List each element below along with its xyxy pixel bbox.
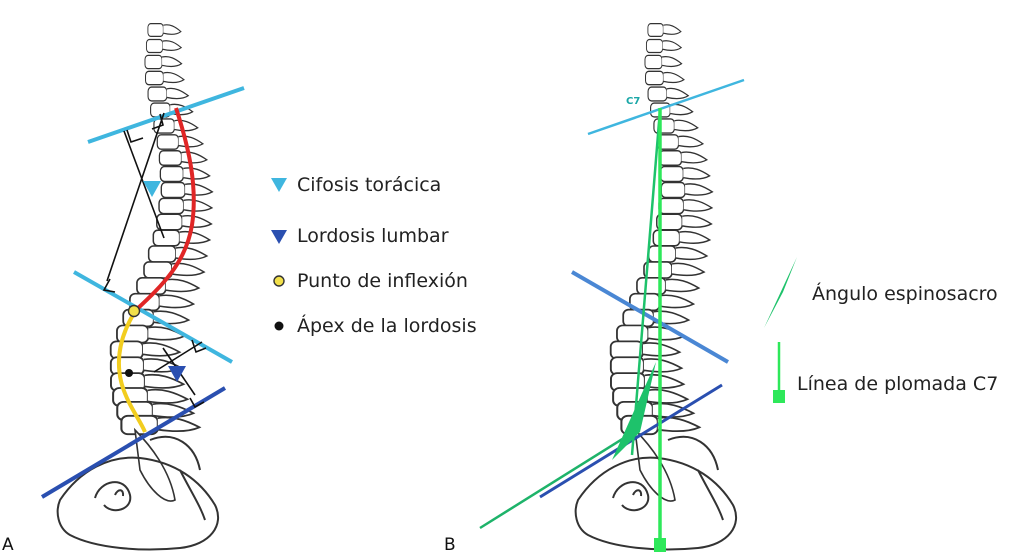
vertebra bbox=[657, 214, 712, 230]
vertebra bbox=[644, 262, 704, 278]
vertebra bbox=[653, 230, 709, 246]
panel-b-letter: B bbox=[444, 535, 456, 554]
spine-drawing-a bbox=[111, 24, 213, 501]
vertebra bbox=[160, 167, 209, 182]
legend-inflection-label: Punto de inflexión bbox=[297, 270, 468, 292]
vertebra bbox=[646, 40, 681, 53]
vertebra bbox=[148, 87, 188, 101]
vertebra bbox=[657, 135, 703, 149]
legend-inflection-icon bbox=[274, 276, 284, 286]
panel-b: C7 Ángulo espinosacro Línea de plomada C… bbox=[444, 24, 998, 554]
vertebra bbox=[146, 71, 184, 84]
vertebra bbox=[611, 341, 680, 358]
vertebra bbox=[145, 55, 182, 68]
vertebra bbox=[157, 214, 212, 230]
vertebra bbox=[659, 198, 712, 213]
panel-a: Cifosis torácica Lordosis lumbar Punto d… bbox=[2, 24, 477, 554]
sacral-tangent bbox=[480, 428, 640, 528]
inflection-point bbox=[129, 306, 140, 317]
legend-angle-icon bbox=[764, 257, 797, 328]
c7-label: C7 bbox=[626, 96, 640, 107]
legend-kyphosis-label: Cifosis torácica bbox=[297, 174, 441, 196]
plumb-bob bbox=[654, 538, 666, 552]
legend-plumb-bob-icon bbox=[773, 390, 785, 403]
vertebra bbox=[661, 182, 712, 197]
vertebra bbox=[146, 40, 181, 53]
vertebra bbox=[648, 24, 681, 37]
vertebra bbox=[649, 246, 707, 262]
vertebra bbox=[645, 55, 682, 68]
legend-lordosis-icon bbox=[271, 230, 287, 244]
legend-b: Ángulo espinosacro Línea de plomada C7 bbox=[764, 257, 998, 403]
vertebra bbox=[148, 24, 181, 37]
legend-apex-label: Ápex de la lordosis bbox=[297, 314, 477, 337]
vertebra bbox=[646, 71, 684, 84]
legend-lordosis-label: Lordosis lumbar bbox=[297, 225, 449, 247]
legend-kyphosis-icon bbox=[271, 178, 287, 192]
vertebra bbox=[648, 87, 688, 101]
vertebra bbox=[159, 151, 206, 166]
vertebra bbox=[611, 357, 682, 374]
legend-plumb-label: Línea de plomada C7 bbox=[797, 373, 998, 395]
vertebra bbox=[617, 325, 684, 342]
vertebra bbox=[659, 151, 706, 166]
vertebra bbox=[161, 182, 212, 197]
legend-a: Cifosis torácica Lordosis lumbar Punto d… bbox=[271, 174, 477, 337]
legend-apex-icon bbox=[275, 322, 284, 331]
vertebra bbox=[623, 310, 688, 327]
legend-angle-label: Ángulo espinosacro bbox=[812, 282, 998, 305]
vertebra bbox=[159, 198, 212, 213]
lordosis-apex bbox=[125, 369, 133, 377]
vertebra bbox=[157, 135, 203, 149]
panel-a-letter: A bbox=[2, 535, 14, 554]
vertebra bbox=[660, 167, 709, 182]
